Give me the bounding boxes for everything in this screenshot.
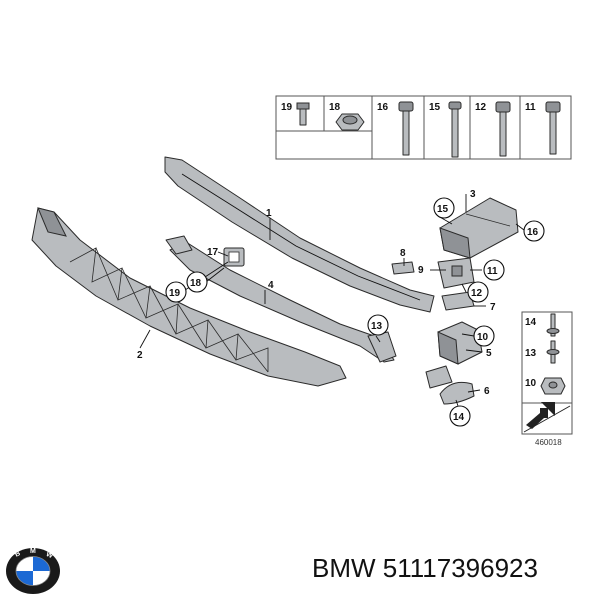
callout-11: 11	[487, 266, 498, 277]
hw-label-18: 18	[329, 102, 341, 113]
part-9-bracket	[437, 257, 475, 289]
callout-17: 17	[207, 247, 219, 258]
part-lower-clip	[425, 365, 453, 389]
callout-13: 13	[371, 321, 383, 332]
side-label-14: 14	[525, 317, 537, 328]
part-1-carrier-beam	[164, 156, 435, 313]
svg-text:M: M	[30, 548, 36, 555]
part-3-bracket	[439, 197, 519, 259]
callout-13-circle	[367, 314, 389, 336]
side-label-13: 13	[525, 348, 537, 359]
hw-label-11: 11	[525, 102, 536, 113]
bolt-15-icon	[448, 101, 462, 158]
callout-11-circle	[483, 259, 505, 281]
bolt-16-icon	[398, 101, 414, 156]
bmw-logo-icon: B M W	[6, 548, 60, 594]
callout-14: 14	[453, 412, 465, 423]
bolt-12-icon	[495, 101, 511, 157]
callout-12: 12	[471, 288, 483, 299]
callout-16-circle	[523, 220, 545, 242]
part-17-clip	[223, 247, 245, 267]
hw-label-19: 19	[281, 102, 293, 113]
hardware-box: 19 18 16 15 12 11	[275, 95, 572, 160]
part-8-clip	[391, 261, 415, 275]
part-number-caption: BMW 51117396923	[312, 553, 538, 584]
callout-2: 2	[137, 350, 143, 361]
callout-15-circle	[433, 197, 455, 219]
part-6-cap	[439, 381, 475, 405]
part-4-strip	[165, 235, 395, 363]
nut-10-icon	[540, 377, 566, 395]
callout-3: 3	[470, 189, 476, 200]
diagram-code: 460018	[535, 438, 562, 447]
callout-10: 10	[477, 332, 489, 343]
screw-19-icon	[296, 102, 310, 126]
stud-13-icon	[546, 340, 560, 364]
svg-text:B: B	[14, 550, 22, 558]
part-number: 51117396923	[382, 553, 538, 583]
side-label-10: 10	[525, 378, 537, 389]
bolt-11-icon	[545, 101, 561, 155]
callout-1: 1	[266, 208, 272, 219]
hw-label-12: 12	[475, 102, 487, 113]
callout-9: 9	[418, 265, 424, 276]
callout-19-circle	[165, 281, 187, 303]
callouts: 1 2 3 4 5 6 7 8 9 17 15 16 11 12 10 14 1…	[137, 189, 545, 427]
callout-5: 5	[486, 348, 492, 359]
callout-15: 15	[437, 204, 449, 215]
callout-14-circle	[449, 405, 471, 427]
part-2-bumper-support	[31, 207, 347, 387]
stud-14-icon	[546, 313, 560, 337]
hw-label-15: 15	[429, 102, 441, 113]
callout-16: 16	[527, 227, 539, 238]
callout-4: 4	[268, 280, 274, 291]
callout-8: 8	[400, 248, 406, 259]
callout-19: 19	[169, 288, 181, 299]
callout-12-circle	[467, 281, 489, 303]
nut-18-icon	[335, 113, 365, 131]
callout-18: 18	[190, 278, 202, 289]
arrow-symbol-icon	[523, 402, 571, 433]
part-5-bracket	[437, 321, 483, 365]
callout-7: 7	[490, 302, 496, 313]
callout-6: 6	[484, 386, 490, 397]
callout-18-circle	[186, 271, 208, 293]
side-hardware-box: 14 13 10 460018	[521, 311, 573, 447]
hw-label-16: 16	[377, 102, 389, 113]
brand-name: BMW	[312, 553, 376, 583]
callout-10-circle	[473, 325, 495, 347]
svg-text:W: W	[45, 551, 54, 560]
